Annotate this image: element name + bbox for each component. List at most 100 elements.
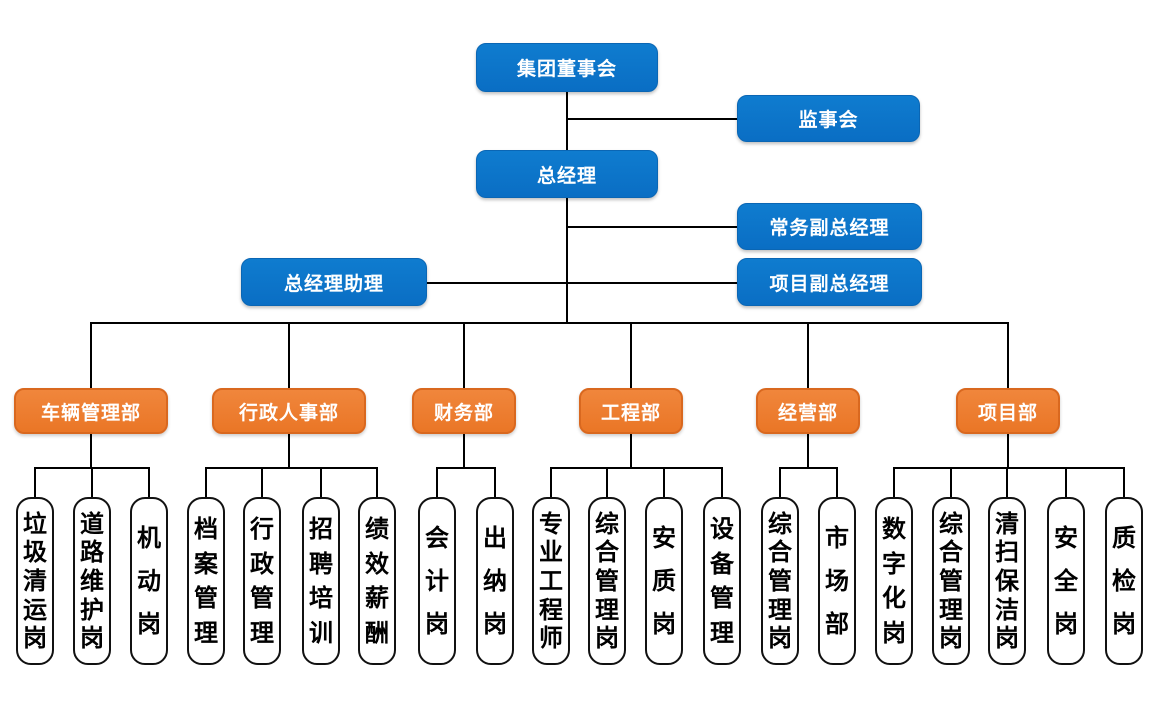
connector-line [807, 434, 809, 467]
connector-line [566, 92, 568, 150]
connector-line [779, 467, 838, 469]
node-gm-assistant: 总经理助理 [241, 258, 427, 306]
position-box: 清扫保洁岗 [988, 497, 1026, 665]
position-box: 设备管理 [703, 497, 741, 665]
position-box: 数字化岗 [875, 497, 913, 665]
position-box-label: 道路维护岗 [80, 508, 104, 653]
connector-line [205, 467, 378, 469]
node-project-deputy-gm: 项目副总经理 [737, 258, 922, 306]
dept-box: 工程部 [579, 388, 683, 434]
connector-line [663, 467, 665, 497]
position-box-label: 安全岗 [1054, 523, 1078, 638]
connector-line [566, 226, 737, 228]
position-box: 道路维护岗 [73, 497, 111, 665]
connector-line [1007, 322, 1009, 388]
position-box: 安质岗 [645, 497, 683, 665]
node-group-board-label: 集团董事会 [516, 59, 617, 80]
node-supervisory-board: 监事会 [737, 95, 920, 142]
connector-line [893, 467, 895, 497]
connector-line [288, 322, 290, 388]
position-box-label: 综合管理岗 [595, 508, 619, 653]
position-box: 档案管理 [187, 497, 225, 665]
node-general-manager-label: 总经理 [536, 165, 597, 187]
connector-line [950, 467, 952, 497]
dept-box-label: 项目部 [977, 402, 1038, 424]
position-box: 机动岗 [130, 497, 168, 665]
position-box: 安全岗 [1047, 497, 1085, 665]
connector-line [494, 467, 496, 497]
position-box-label: 安质岗 [652, 523, 676, 638]
position-box: 质检岗 [1105, 497, 1143, 665]
node-group-board: 集团董事会 [476, 43, 658, 92]
dept-box-label: 经营部 [777, 402, 838, 424]
connector-line [807, 322, 809, 388]
connector-line [261, 467, 263, 497]
connector-line [320, 467, 322, 497]
position-box-label: 机动岗 [137, 523, 161, 638]
connector-line [427, 282, 737, 284]
position-box-label: 市场部 [825, 523, 849, 638]
connector-line [205, 467, 207, 497]
position-box-label: 会计岗 [425, 523, 449, 638]
connector-line [630, 322, 632, 388]
connector-line [836, 467, 838, 497]
connector-line [893, 467, 1125, 469]
connector-line [436, 467, 438, 497]
dept-box-label: 工程部 [600, 402, 661, 424]
position-box-label: 行政管理 [250, 514, 274, 647]
node-executive-deputy-gm: 常务副总经理 [737, 203, 922, 250]
position-box: 会计岗 [418, 497, 456, 665]
position-box: 综合管理岗 [588, 497, 626, 665]
connector-line [721, 467, 723, 497]
connector-line [550, 467, 552, 497]
position-box-label: 出纳岗 [483, 523, 507, 638]
connector-line [463, 434, 465, 467]
position-box-label: 招聘培训 [309, 514, 333, 647]
connector-line [436, 467, 496, 469]
dept-box: 项目部 [956, 388, 1060, 434]
connector-line [550, 467, 723, 469]
position-box-label: 质检岗 [1112, 523, 1136, 638]
connector-line [566, 198, 568, 322]
dept-box: 财务部 [412, 388, 516, 434]
position-box-label: 垃圾清运岗 [23, 508, 47, 653]
node-project-deputy-gm-label: 项目副总经理 [769, 273, 890, 295]
connector-line [90, 322, 92, 388]
connector-line [1123, 467, 1125, 497]
connector-line [148, 467, 150, 497]
node-gm-assistant-label: 总经理助理 [283, 273, 384, 295]
connector-line [90, 434, 92, 467]
connector-line [779, 467, 781, 497]
position-box: 综合管理岗 [932, 497, 970, 665]
position-box-label: 专业工程师 [539, 508, 563, 653]
dept-box: 经营部 [756, 388, 860, 434]
position-box-label: 数字化岗 [882, 514, 906, 647]
connector-line [376, 467, 378, 497]
position-box: 绩效薪酬 [358, 497, 396, 665]
connector-line [34, 467, 36, 497]
node-executive-deputy-gm-label: 常务副总经理 [769, 218, 890, 239]
connector-line [1006, 467, 1008, 497]
connector-line [606, 467, 608, 497]
dept-box-label: 行政人事部 [238, 402, 339, 424]
dept-box-label: 财务部 [433, 402, 494, 424]
connector-line [1007, 434, 1009, 467]
dept-box: 车辆管理部 [14, 388, 168, 434]
position-box: 垃圾清运岗 [16, 497, 54, 665]
dept-box-label: 车辆管理部 [40, 402, 141, 424]
position-box-label: 绩效薪酬 [365, 514, 389, 647]
node-supervisory-board-label: 监事会 [798, 110, 859, 131]
connector-line [1065, 467, 1067, 497]
position-box: 出纳岗 [476, 497, 514, 665]
position-box: 综合管理岗 [761, 497, 799, 665]
position-box-label: 综合管理岗 [768, 508, 792, 653]
position-box: 专业工程师 [532, 497, 570, 665]
position-box-label: 综合管理岗 [939, 508, 963, 653]
connector-line [566, 118, 737, 120]
connector-line [288, 434, 290, 467]
position-box: 行政管理 [243, 497, 281, 665]
node-general-manager: 总经理 [476, 150, 658, 198]
connector-line [463, 322, 465, 388]
dept-box: 行政人事部 [212, 388, 366, 434]
